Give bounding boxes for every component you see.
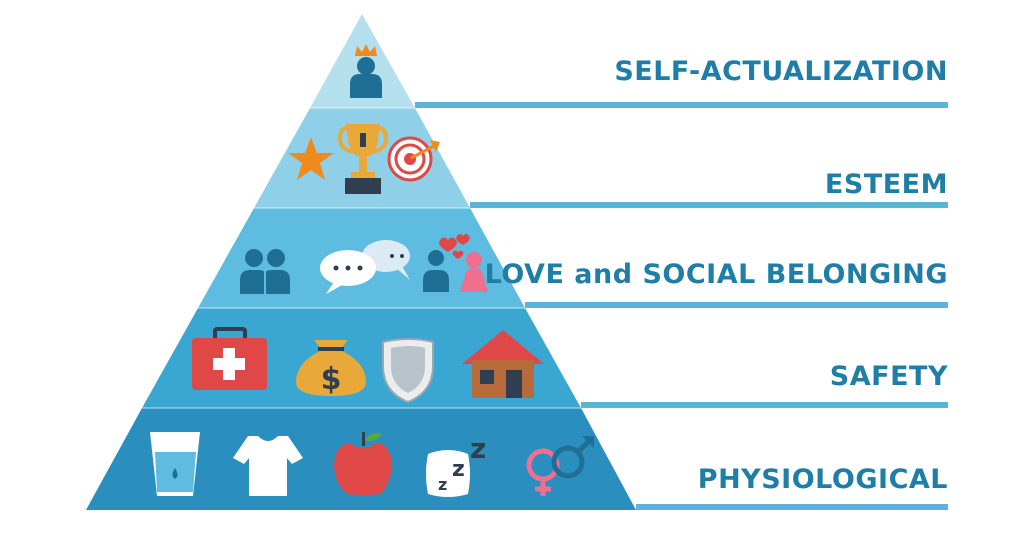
money-bag-icon: $ bbox=[296, 340, 366, 397]
divider-line-love bbox=[525, 302, 948, 308]
level-label-esteem: ESTEEM bbox=[824, 169, 948, 200]
water-glass-icon bbox=[150, 432, 200, 496]
first-aid-kit-icon bbox=[192, 327, 267, 390]
divider-line-physiological bbox=[636, 504, 948, 510]
divider-lines bbox=[415, 102, 948, 510]
gender-symbols-icon bbox=[526, 436, 594, 496]
divider-line-self-actualization bbox=[415, 102, 948, 108]
crowned-person-icon bbox=[350, 44, 382, 98]
svg-text:z: z bbox=[470, 432, 486, 465]
trophy-icon bbox=[337, 124, 389, 194]
divider-line-esteem bbox=[470, 202, 948, 208]
band-separators bbox=[142, 107, 581, 409]
house-icon bbox=[462, 330, 544, 398]
level-label-safety: SAFETY bbox=[829, 361, 948, 392]
apple-icon bbox=[334, 432, 392, 496]
level-label-love: LOVE and SOCIAL BELONGING bbox=[484, 259, 948, 290]
svg-text:z: z bbox=[438, 475, 447, 494]
target-icon bbox=[387, 136, 440, 182]
friends-icon bbox=[240, 249, 290, 294]
chat-bubbles-icon bbox=[320, 240, 410, 294]
level-label-self-actualization: SELF-ACTUALIZATION bbox=[614, 56, 948, 87]
svg-text:$: $ bbox=[321, 362, 342, 397]
sleep-pillow-icon: z z z bbox=[426, 432, 486, 497]
shield-icon bbox=[382, 338, 434, 404]
couple-hearts-icon bbox=[423, 234, 488, 292]
level-label-physiological: PHYSIOLOGICAL bbox=[697, 464, 948, 495]
divider-line-safety bbox=[581, 402, 948, 408]
svg-text:z: z bbox=[452, 457, 465, 482]
star-icon bbox=[288, 137, 334, 180]
t-shirt-icon bbox=[233, 436, 303, 496]
